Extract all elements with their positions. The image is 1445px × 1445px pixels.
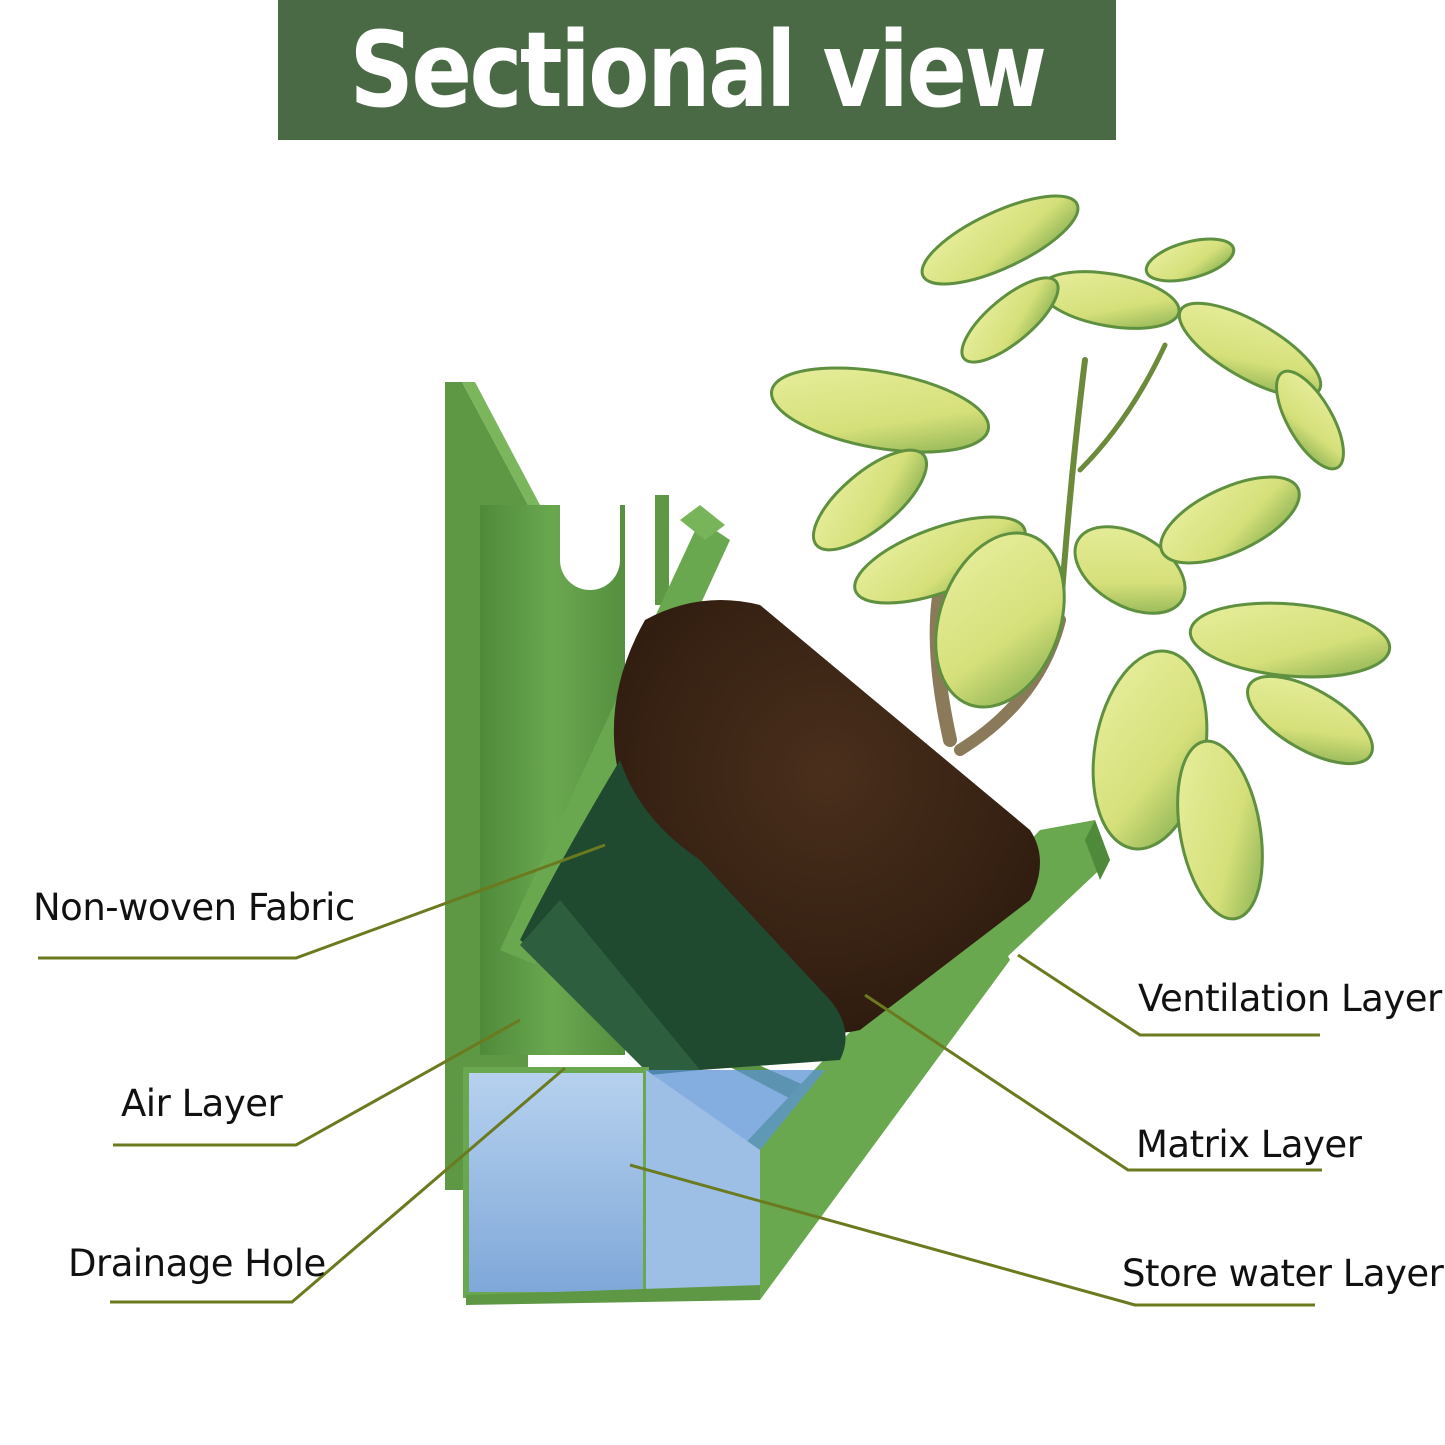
label-store-water-layer: Store water Layer xyxy=(1122,1252,1444,1295)
label-drainage-hole: Drainage Hole xyxy=(68,1242,326,1285)
leader-store-water-layer xyxy=(629,1163,1315,1307)
non-woven-fabric-layer xyxy=(520,760,846,1075)
leader-air-layer xyxy=(113,1018,521,1147)
leader-drainage-hole xyxy=(110,1066,566,1304)
matrix-soil-block xyxy=(613,600,1040,1033)
title-banner: Sectional view xyxy=(278,0,1116,140)
plant-leaves xyxy=(769,194,1392,921)
leader-lines xyxy=(38,843,1322,1307)
label-non-woven-fabric: Non-woven Fabric xyxy=(33,886,355,929)
label-air-layer: Air Layer xyxy=(121,1082,283,1125)
leader-ventilation-layer xyxy=(1017,953,1320,1037)
page-title: Sectional view xyxy=(349,9,1047,131)
leader-non-woven-fabric xyxy=(38,843,606,960)
store-water-reservoir xyxy=(463,940,1010,1305)
label-ventilation-layer: Ventilation Layer xyxy=(1138,977,1442,1020)
leader-matrix-layer xyxy=(864,993,1322,1172)
label-matrix-layer: Matrix Layer xyxy=(1136,1123,1362,1166)
